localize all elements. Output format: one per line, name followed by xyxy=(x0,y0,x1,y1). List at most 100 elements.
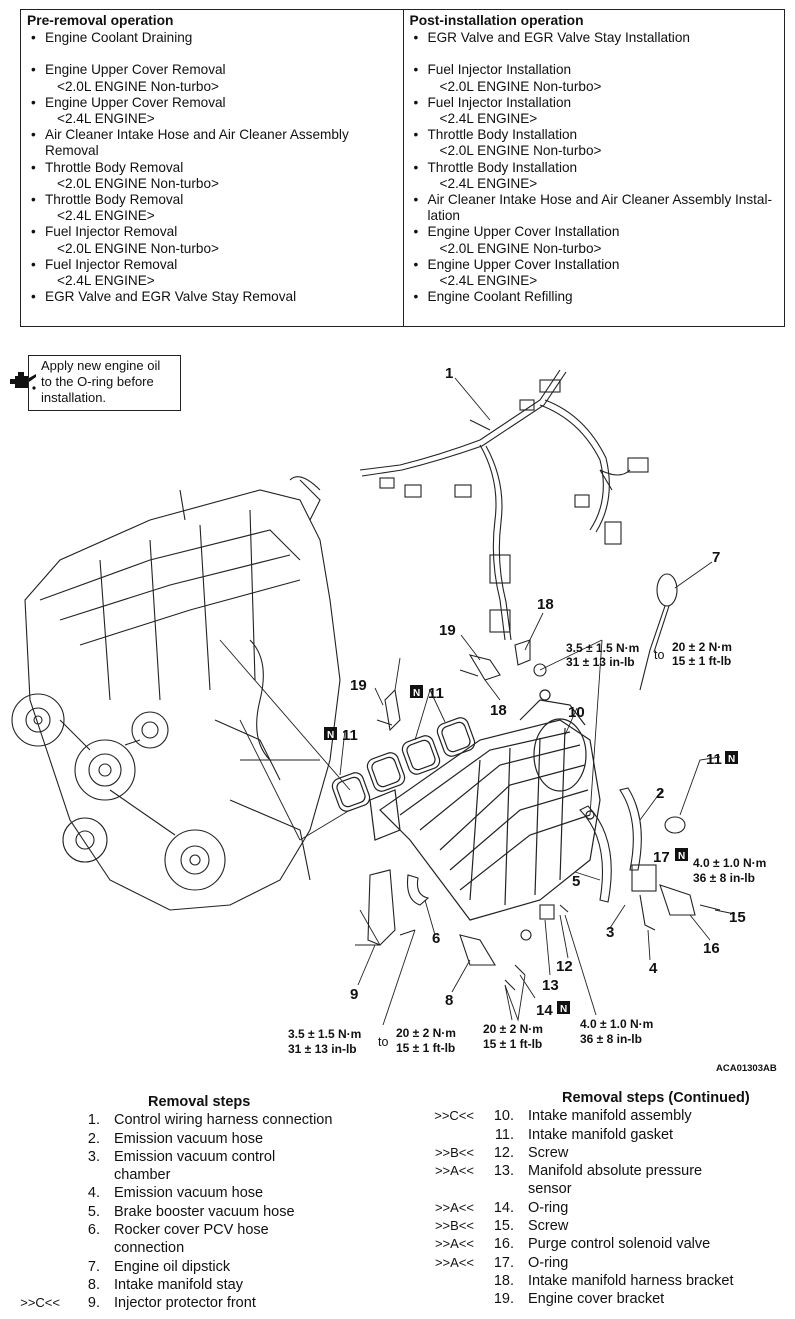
step-text: Intake manifold harness bracket xyxy=(528,1272,734,1289)
step-row: >>A<< 14. O-ring xyxy=(414,1199,795,1217)
torque-spec: 15 ± 1 ft-lb xyxy=(396,1041,455,1055)
operation-text: Air Cleaner Intake Hose and Air Cleaner … xyxy=(45,127,349,143)
torque-spec: 4.0 ± 1.0 N·m xyxy=(693,856,766,870)
part-label: 13 xyxy=(542,977,559,994)
step-text: O-ring xyxy=(528,1199,569,1216)
operation-text: Fuel Injector Removal xyxy=(45,256,178,272)
oil-note-line: Apply new engine oil xyxy=(41,358,161,373)
part-label: 2 xyxy=(656,785,664,802)
new-part-marker: N xyxy=(410,685,423,699)
step-row: >>A<<16.Purge control solenoid valve xyxy=(414,1235,795,1253)
step-row: 6.Rocker cover PCV hose xyxy=(0,1221,380,1239)
operation-subtext: <2.4L ENGINE> xyxy=(57,273,155,289)
svg-text:N: N xyxy=(560,1004,567,1015)
step-text: Screw xyxy=(528,1144,569,1161)
operation-item: Fuel Injector Installation<2.0L ENGINE N… xyxy=(410,62,779,94)
new-part-marker: N xyxy=(725,751,738,765)
operation-text: Engine Upper Cover Removal xyxy=(45,94,226,110)
step-row: 4.Emission vacuum hose xyxy=(0,1184,380,1202)
step-row: 8. Intake manifold stay xyxy=(0,1276,380,1294)
operation-text: Engine Coolant Draining xyxy=(45,30,193,46)
part-label: 6 xyxy=(432,930,440,947)
torque-spec: 31 ± 13 in-lb xyxy=(288,1042,357,1056)
step-number: 8. xyxy=(87,1276,100,1293)
removal-steps-left: Removal steps 1.Control wiring harness c… xyxy=(0,1093,380,1313)
operation-text: Fuel Injector Removal xyxy=(45,224,178,240)
step-row: chamber xyxy=(0,1166,380,1184)
torque-spec: 3.5 ± 1.5 N·m xyxy=(288,1027,361,1041)
operation-item: Engine Coolant Refilling xyxy=(410,289,779,305)
part-label: 18 xyxy=(490,702,507,719)
step-number: 19. xyxy=(493,1291,514,1308)
operation-text: EGR Valve and EGR Valve Stay Installatio… xyxy=(427,30,690,46)
operation-item: Engine Coolant Draining xyxy=(27,30,397,46)
step-row: 11.Intake manifold gasket xyxy=(414,1126,795,1144)
operation-text: Engine Upper Cover Installation xyxy=(427,256,620,272)
part-label: 17 xyxy=(653,849,670,866)
operation-text: Fuel Injector Installation xyxy=(427,94,572,110)
operation-item: Throttle Body Installation<2.0L ENGINE N… xyxy=(410,127,779,159)
step-text: Intake manifold stay xyxy=(114,1276,243,1293)
step-text: chamber xyxy=(114,1167,171,1184)
step-text: Brake booster vacuum hose xyxy=(114,1203,295,1220)
torque-spec: 20 ± 2 N·m xyxy=(672,640,732,654)
step-code xyxy=(414,1272,480,1290)
removal-steps-continued-title: Removal steps (Continued) xyxy=(562,1090,750,1106)
operation-text: Air Cleaner Intake Hose and Air Cleaner … xyxy=(427,192,773,208)
svg-text:N: N xyxy=(728,754,735,765)
part-label: 14 xyxy=(536,1002,553,1019)
step-row: 2.Emission vacuum hose xyxy=(0,1130,380,1148)
operation-item: Throttle Body Installation<2.4L ENGINE> xyxy=(410,160,779,192)
step-number: 14. xyxy=(493,1199,514,1216)
step-text: O-ring xyxy=(528,1254,569,1271)
part-label: 10 xyxy=(568,704,585,721)
post-installation-column: Post-installation operation EGR Valve an… xyxy=(402,10,785,326)
operation-subtext: <2.4L ENGINE> xyxy=(439,175,538,191)
operation-text: Throttle Body Installation xyxy=(427,127,578,143)
oil-note-line: installation. xyxy=(41,390,107,405)
step-row: 19. Engine cover bracket xyxy=(414,1290,795,1308)
torque-spec: 20 ± 2 N·m xyxy=(483,1022,543,1036)
wiring-harness-drawing xyxy=(359,369,649,641)
leader-lines xyxy=(219,377,736,1026)
step-row: 1.Control wiring harness connection xyxy=(0,1111,380,1129)
step-text: Emission vacuum hose xyxy=(114,1130,264,1147)
operation-table: Pre-removal operation Engine Coolant Dra… xyxy=(20,9,785,327)
torque-spec: 15 ± 1 ft-lb xyxy=(672,654,731,668)
part-label: 5 xyxy=(572,873,580,890)
part-label: 18 xyxy=(537,596,554,613)
step-code: >>C<< xyxy=(20,1295,60,1311)
step-text: Emission vacuum control xyxy=(114,1148,276,1165)
step-code: >>B<< xyxy=(434,1218,474,1234)
operation-item: EGR Valve and EGR Valve Stay Installatio… xyxy=(410,30,779,46)
svg-text:N: N xyxy=(413,688,420,699)
torque-to: to xyxy=(654,648,664,662)
step-code xyxy=(0,1130,66,1148)
torque-spec: 15 ± 1 ft-lb xyxy=(483,1037,542,1051)
pre-removal-column: Pre-removal operation Engine Coolant Dra… xyxy=(21,10,403,326)
operation-item: Throttle Body Removal<2.0L ENGINE Non-tu… xyxy=(27,160,397,192)
part-label: 16 xyxy=(703,940,720,957)
step-text: Emission vacuum hose xyxy=(114,1185,264,1202)
step-text: sensor xyxy=(528,1181,572,1198)
torque-spec: 4.0 ± 1.0 N·m xyxy=(580,1017,653,1031)
step-number: 5. xyxy=(87,1203,100,1220)
step-code xyxy=(414,1126,480,1144)
step-code xyxy=(0,1239,66,1257)
step-text: Engine cover bracket xyxy=(528,1291,665,1308)
step-code: >>A<< xyxy=(434,1236,474,1252)
operation-subtext: <2.0L ENGINE Non-turbo> xyxy=(439,240,602,256)
operation-item: Engine Upper Cover Installation<2.4L ENG… xyxy=(410,257,779,289)
step-number: 18. xyxy=(493,1272,514,1289)
step-number xyxy=(66,1239,114,1257)
step-text: Intake manifold assembly xyxy=(528,1108,692,1125)
step-number: 10. xyxy=(493,1108,514,1125)
part-label: 9 xyxy=(350,986,358,1003)
step-row: 3.Emission vacuum control xyxy=(0,1148,380,1166)
step-number xyxy=(66,1166,114,1184)
step-row: >>B<<15.Screw xyxy=(414,1217,795,1235)
step-code: >>C<< xyxy=(434,1108,474,1124)
step-number: 6. xyxy=(87,1222,100,1239)
step-code: >>A<< xyxy=(434,1199,474,1215)
step-code xyxy=(0,1221,66,1239)
